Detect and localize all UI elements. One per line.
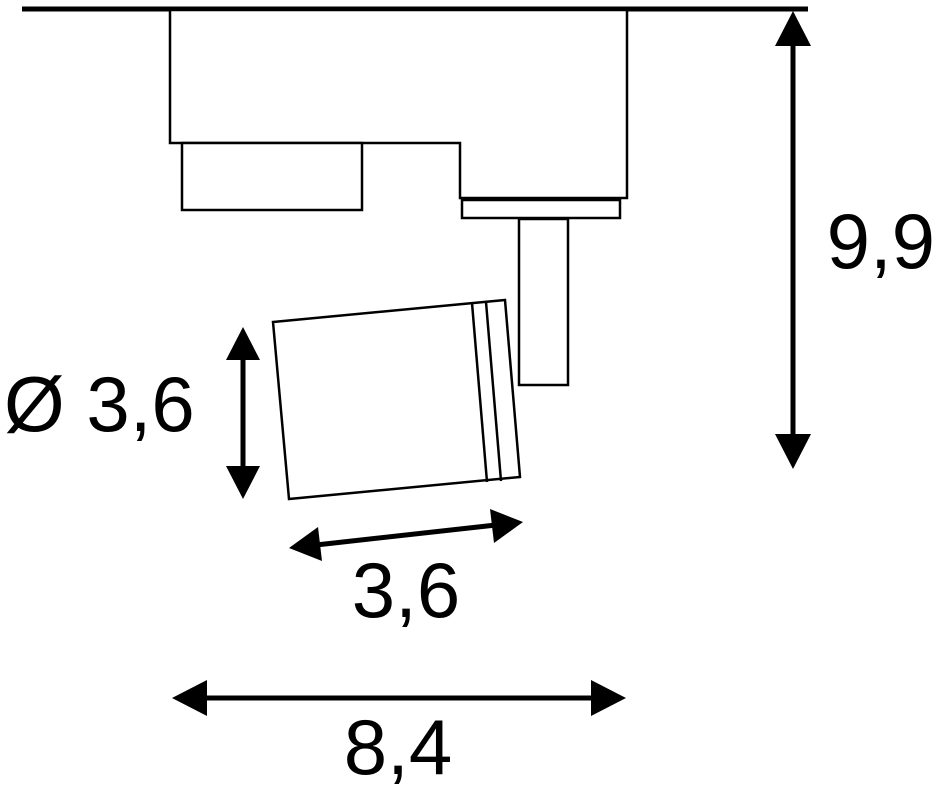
height-dimension: 9,9 [775, 11, 935, 469]
arrow-left-icon [289, 527, 322, 561]
lamp-stem [517, 217, 570, 387]
lamp-head-ring-1 [470, 302, 489, 483]
arrow-right-icon [591, 680, 626, 716]
arrow-left-icon [172, 680, 207, 716]
adapter-clip [180, 141, 364, 212]
head-diameter-label: Ø 3,6 [4, 360, 195, 448]
lamp-head [271, 298, 522, 501]
arrow-up-icon [226, 327, 260, 360]
arrow-down-icon [226, 466, 260, 499]
lamp-head-body [271, 298, 522, 501]
arrow-right-icon [490, 509, 523, 543]
head-length-dimension: 3,6 [289, 509, 523, 634]
height-label: 9,9 [827, 197, 935, 285]
total-width-dimension: 8,4 [172, 680, 626, 791]
total-width-label: 8,4 [344, 703, 452, 791]
head-length-label: 3,6 [352, 546, 460, 634]
track-adapter [168, 8, 629, 220]
head-diameter-dimension: Ø 3,6 [4, 327, 260, 499]
adapter-housing [168, 8, 629, 200]
adapter-flange [460, 198, 622, 220]
arrow-up-icon [775, 11, 811, 46]
lamp-head-ring-2 [484, 301, 503, 482]
arrow-down-icon [775, 434, 811, 469]
